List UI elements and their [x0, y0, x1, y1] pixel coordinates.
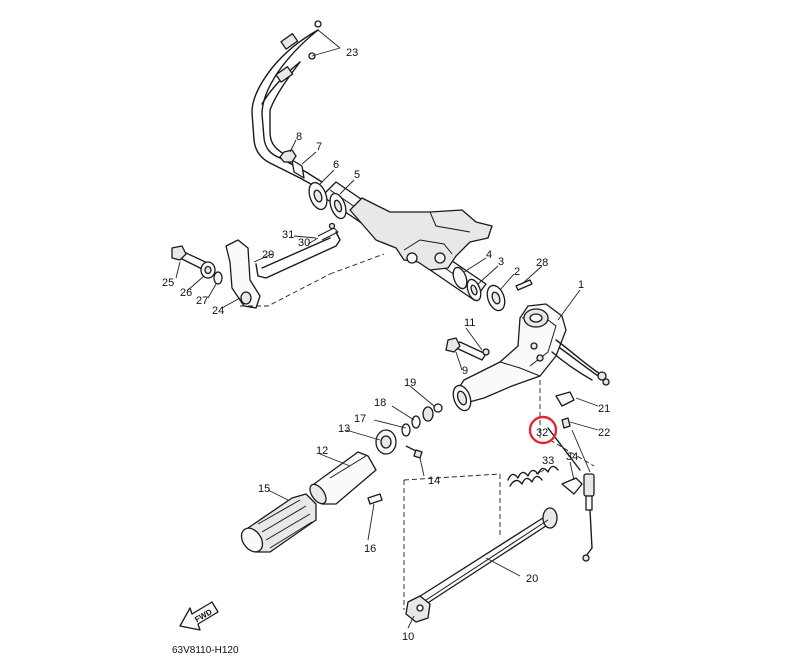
- part-label-18: 18: [374, 397, 386, 409]
- part-label-21: 21: [598, 403, 610, 415]
- stop-switch-assembly: [507, 427, 595, 562]
- part-label-23: 23: [346, 47, 358, 59]
- part-label-30: 30: [298, 237, 310, 249]
- part-label-27: 27: [196, 295, 208, 307]
- part-label-5: 5: [354, 169, 360, 181]
- lever-assembly: [171, 222, 385, 309]
- part-label-4: 4: [486, 249, 492, 261]
- part-label-31: 31: [282, 229, 294, 241]
- part-label-33: 33: [542, 455, 554, 467]
- part-label-16: 16: [364, 543, 376, 555]
- remote-cables: [251, 20, 323, 189]
- part-label-14: 14: [428, 475, 440, 487]
- part-label-11: 11: [464, 317, 475, 329]
- part-label-12: 12: [316, 445, 328, 457]
- steering-handle-body: [445, 303, 610, 429]
- part-label-19: 19: [404, 377, 416, 389]
- part-label-3: 3: [498, 256, 504, 268]
- throttle-grip-assembly: [240, 380, 541, 610]
- part-label-13: 13: [338, 423, 350, 435]
- part-label-9: 9: [462, 365, 468, 377]
- part-label-17: 17: [354, 413, 366, 425]
- part-label-1: 1: [578, 279, 584, 291]
- part-label-7: 7: [316, 141, 322, 153]
- leader-lines: [175, 29, 599, 629]
- part-number-labels: 1234567891011121314151617181920212223242…: [162, 47, 610, 643]
- fwd-arrow: FWD: [179, 601, 219, 631]
- drawing-code: 63V8110-H120: [172, 645, 239, 656]
- part-label-26: 26: [180, 287, 192, 299]
- part-label-8: 8: [296, 131, 302, 143]
- part-label-24: 24: [212, 305, 224, 317]
- part-label-15: 15: [258, 483, 270, 495]
- part-label-10: 10: [402, 631, 414, 643]
- steering-bracket-assembly: [279, 149, 533, 312]
- part-label-32: 32: [536, 427, 548, 439]
- highlight-circle: [528, 415, 558, 445]
- part-label-6: 6: [333, 159, 339, 171]
- part-label-25: 25: [162, 277, 174, 289]
- part-label-22: 22: [598, 427, 610, 439]
- part-label-34: 34: [566, 451, 578, 463]
- part-label-29: 29: [262, 249, 274, 261]
- part-label-2: 2: [514, 266, 520, 278]
- part-label-20: 20: [526, 573, 538, 585]
- throttle-cable: [405, 507, 558, 623]
- part-label-28: 28: [536, 257, 548, 269]
